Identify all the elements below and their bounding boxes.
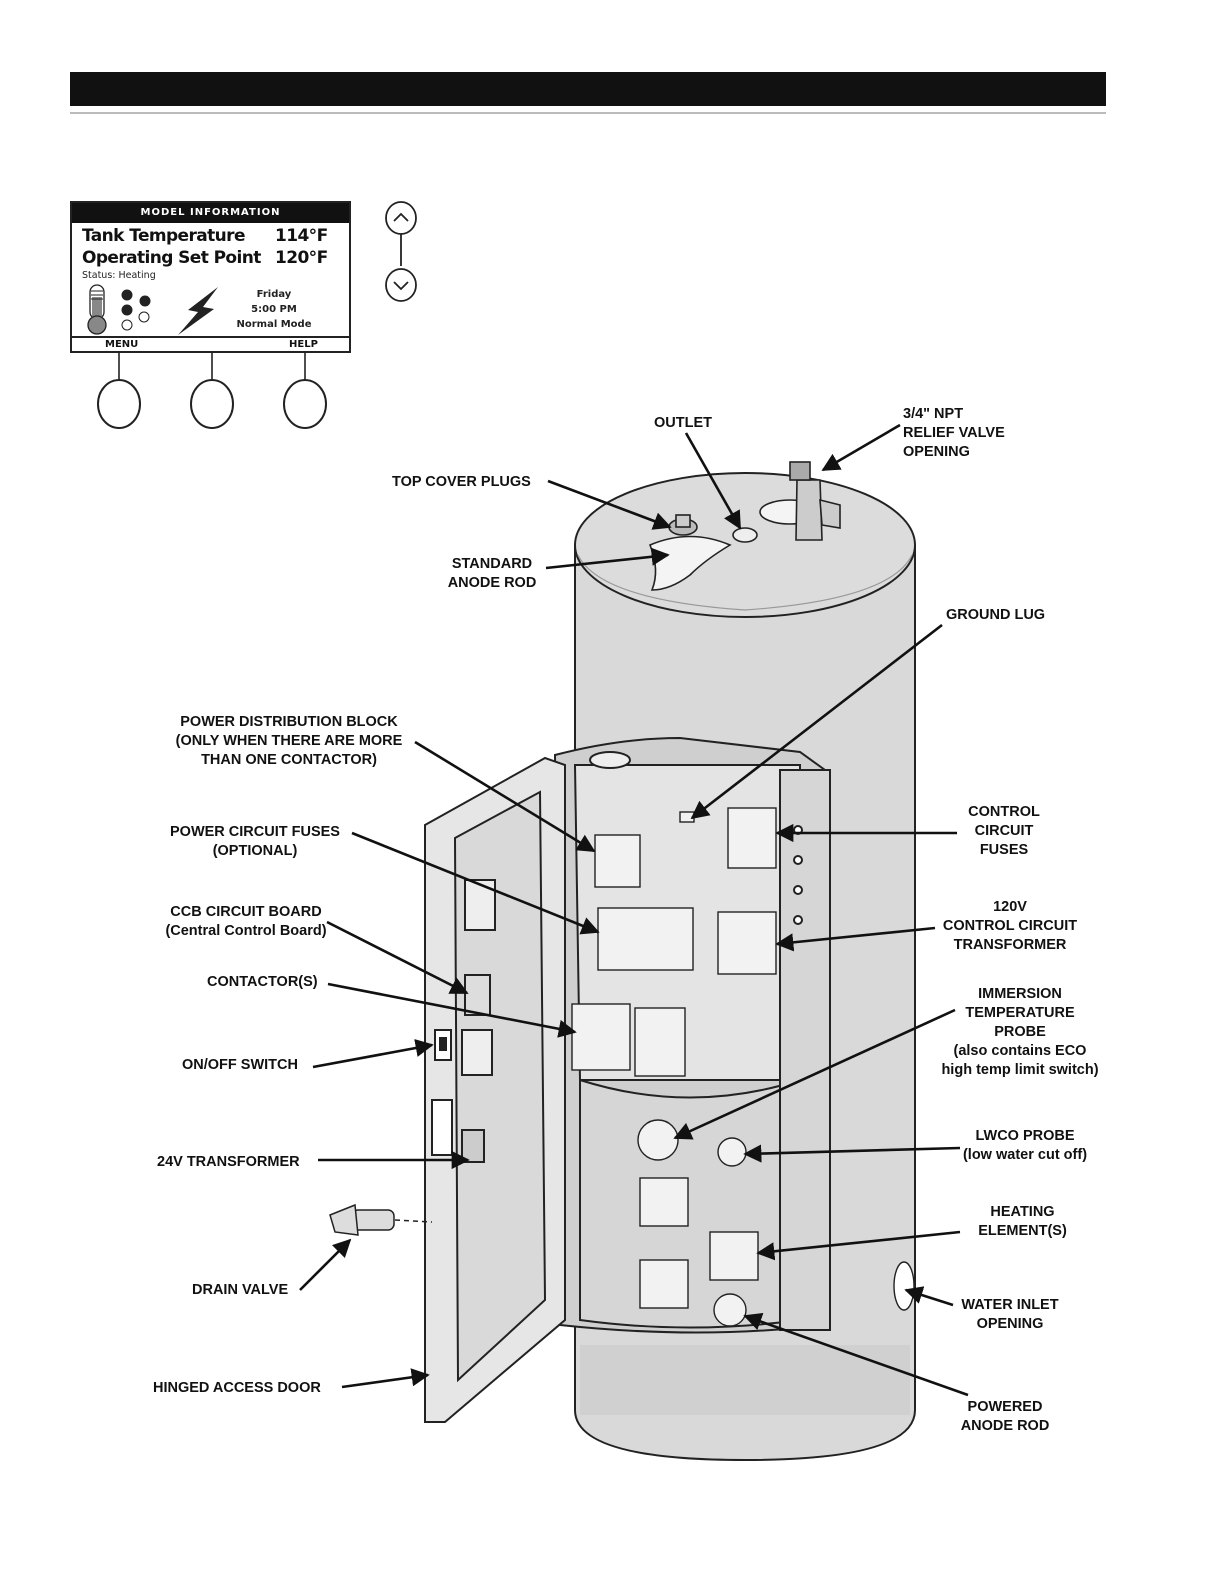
help-softkey-label[interactable]: HELP (289, 339, 318, 350)
up-down-buttons (385, 201, 417, 302)
transformer-24v-label: 24V TRANSFORMER (157, 1154, 300, 1170)
drain-valve-label: DRAIN VALVE (192, 1282, 289, 1298)
time-text: 5:00 PM (251, 304, 297, 315)
section-header-bar (70, 72, 1106, 106)
display-title: MODEL INFORMATION (72, 203, 349, 223)
contactors-label: CONTACTOR(S) (207, 974, 318, 990)
powered-anode-label: POWERED ANODE ROD (960, 1399, 1050, 1434)
status-icons (87, 284, 218, 335)
status-text: Status: Heating (82, 270, 156, 281)
thermometer-icon (87, 284, 107, 335)
onoff-switch-label: ON/OFF SWITCH (182, 1057, 298, 1073)
help-softkey-button (283, 379, 327, 429)
day-text: Friday (256, 289, 292, 300)
heating-elements-label: HEATING ELEMENT(S) (978, 1204, 1067, 1239)
set-point-value: 120°F (275, 248, 328, 268)
menu-softkey-button (97, 379, 141, 429)
power-distribution-label: POWER DISTRIBUTION BLOCK (ONLY WHEN THER… (175, 714, 403, 768)
softkey-bar: MENU HELP (72, 336, 349, 355)
lcd-display: MODEL INFORMATION Tank Temperature 114°F… (70, 201, 351, 353)
water-inlet-label: WATER INLET OPENING (961, 1297, 1059, 1332)
internal-components (571, 807, 915, 1327)
immersion-probe-label: IMMERSION TEMPERATURE PROBE (also contai… (941, 986, 1099, 1078)
indicator-dots-icon (121, 289, 151, 331)
hinged-door-label: HINGED ACCESS DOOR (153, 1380, 321, 1396)
ccb-board-label: CCB CIRCUIT BOARD (Central Control Board… (165, 904, 327, 939)
drain-valve (329, 1203, 433, 1236)
mode-text: Normal Mode (236, 319, 312, 330)
control-transformer-label: 120V CONTROL CIRCUIT TRANSFORMER (942, 899, 1078, 953)
hinged-door (424, 756, 566, 1423)
relief-valve-label: 3/4" NPT RELIEF VALVE OPENING (903, 406, 1005, 460)
header-rule (70, 112, 1106, 114)
center-softkey-button (190, 379, 234, 429)
set-point-label: Operating Set Point (82, 248, 261, 268)
top-cover-plugs-label: TOP COVER PLUGS (392, 474, 531, 490)
menu-softkey-label[interactable]: MENU (105, 339, 139, 350)
lightning-bolt-icon (178, 287, 218, 335)
standard-anode-label: STANDARD ANODE ROD (447, 556, 537, 591)
ground-lug-label: GROUND LUG (946, 607, 1046, 623)
outlet-label: OUTLET (654, 415, 712, 431)
leader-arrows (299, 423, 969, 1397)
control-fuses-label: CONTROL CIRCUIT FUSES (968, 804, 1040, 858)
tank-temperature-value: 114°F (275, 226, 328, 246)
lwco-probe-label: LWCO PROBE (low water cut off) (962, 1128, 1088, 1163)
tank-temperature-label: Tank Temperature (82, 226, 245, 246)
power-fuses-label: POWER CIRCUIT FUSES (OPTIONAL) (170, 824, 340, 859)
top-fittings (648, 461, 841, 591)
